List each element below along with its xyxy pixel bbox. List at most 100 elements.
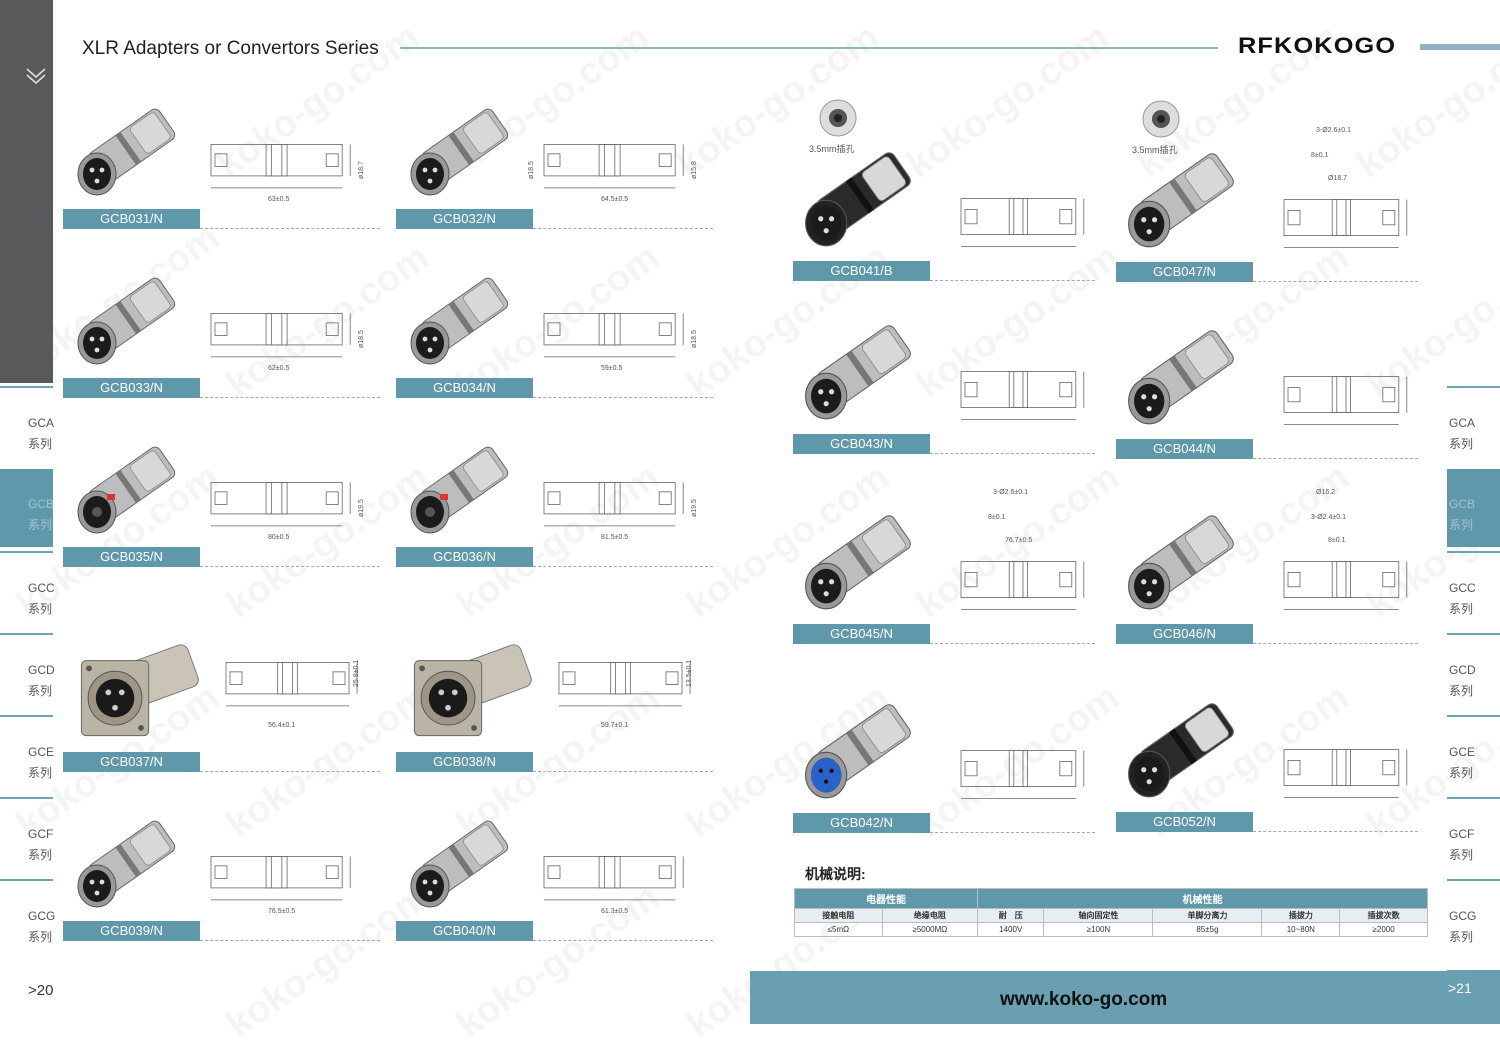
series-tab-gcc[interactable]: GCC 系列 (0, 551, 55, 629)
spec-group-mechanical: 机械性能 (977, 888, 1428, 909)
spec-value-cell: ≥2000 (1339, 922, 1428, 937)
series-tab-code: GCC (28, 581, 55, 595)
technical-drawing (558, 661, 691, 707)
product-code-label: GCB038/N (396, 752, 533, 772)
series-tab-gca[interactable]: GCA 系列 (1447, 386, 1500, 464)
product-card[interactable]: GCB044/N (1116, 274, 1426, 460)
dimension-label: ø18.5 (358, 330, 365, 348)
technical-drawing (1283, 199, 1408, 248)
technical-drawing (543, 481, 684, 527)
connector-photo (77, 277, 176, 365)
spec-header-cell: 插拔力 (1261, 908, 1341, 923)
technical-drawing (1283, 749, 1408, 798)
spec-header-cell: 接触电阻 (794, 908, 883, 923)
connector-photo (805, 515, 911, 610)
dimension-label: 8±0.1 (1328, 537, 1346, 544)
series-tab-sub: 系列 (1449, 437, 1474, 451)
technical-drawing (210, 481, 351, 527)
technical-drawing (225, 661, 358, 707)
connector-photo (1128, 703, 1234, 798)
row-divider (930, 280, 1095, 281)
dimension-label: 80±0.5 (268, 534, 290, 541)
row-divider (1253, 458, 1418, 459)
row-divider (930, 832, 1095, 833)
product-card[interactable]: GCB052/N (1116, 647, 1426, 833)
series-tab-code: GCE (1449, 745, 1476, 759)
connector-photo (1128, 330, 1234, 425)
technical-drawing (1283, 376, 1408, 425)
connector-photo (413, 644, 532, 737)
spec-header-cell: 轴向固定性 (1043, 908, 1154, 923)
dimension-label: 25.8±0.1 (353, 659, 360, 687)
series-tab-sub: 系列 (28, 930, 53, 944)
product-code-label: GCB035/N (63, 547, 200, 567)
spec-table: 电器性能 机械性能 接触电阻绝缘电阻耐 压轴向固定性单脚分离力插拔力插拔次数 ≤… (794, 888, 1428, 937)
connector-photo (77, 446, 176, 534)
product-card[interactable]: GCB043/N (793, 269, 1103, 455)
row-divider (533, 771, 713, 772)
dimension-label: 8±0.1 (1311, 152, 1329, 159)
series-tab-code: GCA (1449, 416, 1476, 430)
dimension-label: 8±0.1 (988, 514, 1006, 521)
product-card[interactable]: GCB042/N (793, 648, 1103, 834)
technical-drawing (210, 143, 351, 189)
product-code-label: GCB039/N (63, 921, 200, 941)
spec-value-cell: ≥5000MΩ (881, 922, 979, 937)
dimension-label: 62±0.5 (268, 365, 290, 372)
dimension-label: 76.7±0.5 (1005, 537, 1033, 544)
dimension-label: Ø18.7 (1328, 175, 1348, 182)
brand-logo: RFKOKOGO (1238, 33, 1397, 58)
product-code-label: GCB041/B (793, 261, 930, 281)
connector-photo (77, 820, 176, 908)
page-title: XLR Adapters or Convertors Series (82, 38, 379, 59)
row-divider (200, 566, 380, 567)
dimension-label: ø18.7 (358, 161, 365, 179)
product-code-label: GCB037/N (63, 752, 200, 772)
series-tab-sub: 系列 (28, 602, 53, 616)
footer-url[interactable]: www.koko-go.com (1000, 989, 1168, 1010)
series-tab-code: GCB (1449, 497, 1476, 511)
chevron-down-icon[interactable] (24, 64, 48, 88)
dimension-label: 56.4±0.1 (268, 722, 296, 729)
row-divider (930, 643, 1095, 644)
connector-photo (1128, 515, 1234, 610)
product-code-label: GCB042/N (793, 813, 930, 833)
row-divider (533, 228, 713, 229)
spec-value-cell: 1400V (976, 922, 1045, 937)
series-tab-sub: 系列 (28, 684, 53, 698)
footer-bar (750, 971, 1447, 1024)
product-code-label: GCB033/N (63, 378, 200, 398)
connector-photo (805, 325, 911, 420)
product-code-label: GCB047/N (1116, 262, 1253, 282)
spec-header-cell: 绝缘电阻 (881, 908, 979, 923)
series-tab-sub: 系列 (28, 848, 53, 862)
series-tab-code: GCD (1449, 663, 1476, 677)
spec-group-electrical: 电器性能 (794, 888, 978, 909)
